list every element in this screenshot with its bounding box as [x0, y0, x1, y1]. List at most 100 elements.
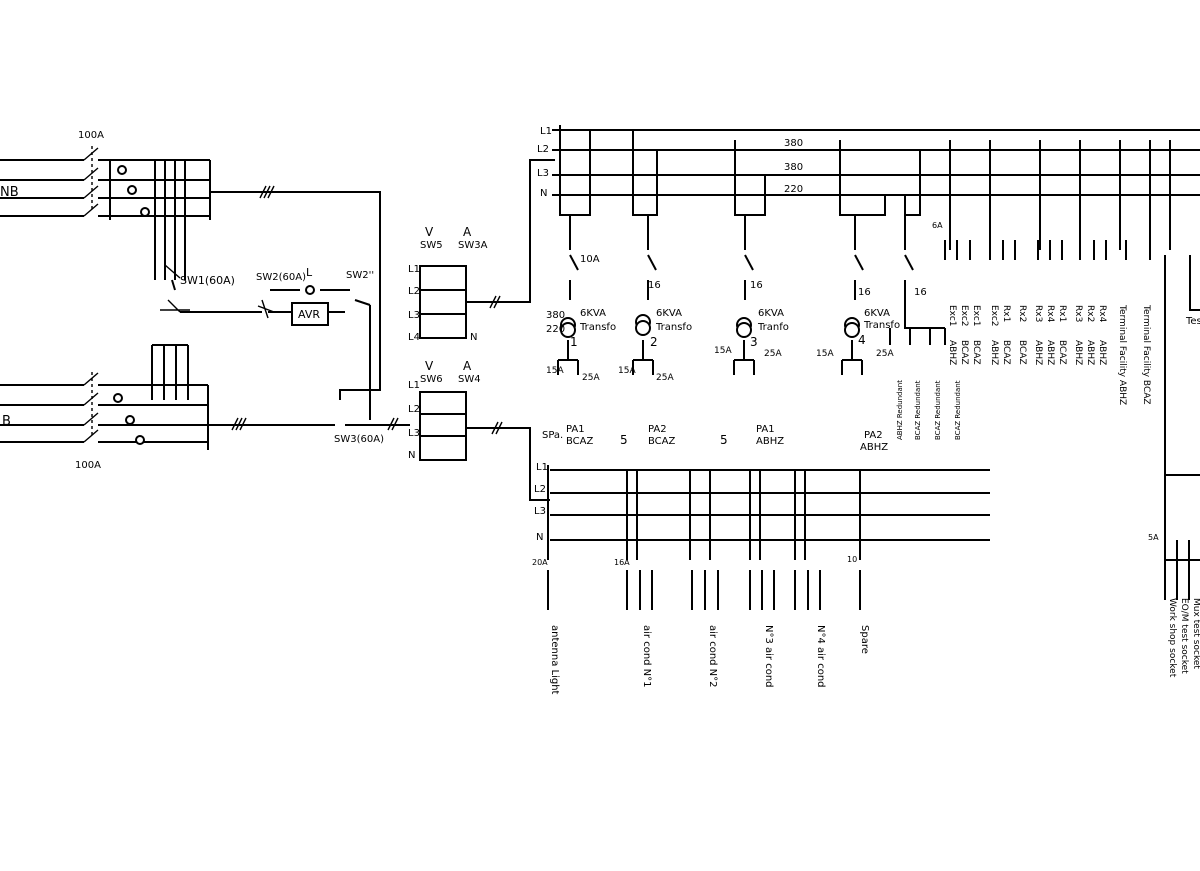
feed-1: ABHZ Redundant: [896, 380, 904, 440]
t1-left: 15A: [546, 366, 564, 376]
meter-1-v: V: [425, 225, 434, 239]
upper-bus-v3: 220: [784, 184, 803, 195]
meter-1-row2: L2: [408, 286, 420, 297]
meter-2: V A SW6 SW4 L1 L2 L3 N: [408, 359, 550, 501]
rx-label-6a: Rx2: [1017, 305, 1027, 322]
lower-bus: L1 L2 L3 N 20A 10 16A antenna Light air …: [532, 462, 990, 695]
upper-bus-n: N: [540, 188, 547, 199]
meter-1-row1: L1: [408, 264, 420, 275]
t1-right: 25A: [582, 373, 600, 383]
rx-label-10a: Rx3: [1073, 305, 1083, 322]
transformer-3: 16 6KVA Tranfo 3 15A 25A 5 PA1 ABHZ: [714, 254, 789, 447]
t4-right: 25A: [876, 349, 894, 359]
sockets: 5A Work shop socket EO/M test socket Mux…: [1148, 533, 1200, 678]
meter-1-vsw: SW5: [420, 240, 443, 251]
avr-label: AVR: [298, 308, 320, 321]
t3-num: 3: [750, 335, 758, 349]
t1-type: Transfo: [579, 322, 616, 333]
t2-out1: 5: [620, 433, 628, 447]
t3-out1: 5: [720, 433, 728, 447]
load-4: N°3 air cond: [763, 625, 774, 688]
rx-label-2b: BCAZ: [959, 340, 969, 365]
meter-2-v: V: [425, 359, 434, 373]
t2-breaker: 16: [648, 280, 661, 291]
t2-num: 2: [650, 335, 658, 349]
lamp-label: L: [306, 266, 313, 279]
t1-out1: SPa.: [542, 430, 563, 441]
load-6: Spare: [859, 625, 870, 654]
feed-4: BCAZ Redundant: [954, 380, 962, 440]
t1-rating: 6KVA: [580, 308, 606, 319]
right-edge-label: Tes: [1185, 316, 1200, 327]
rx-label-6b: BCAZ: [1017, 340, 1027, 365]
t2-out2: PA2: [648, 424, 667, 435]
t3-rating: 6KVA: [758, 308, 784, 319]
t4-out2: ABHZ: [860, 442, 888, 453]
meter-2-vsw: SW6: [420, 374, 443, 385]
t2-right: 25A: [656, 373, 674, 383]
rx-label-8b: ABHZ: [1045, 340, 1055, 365]
lower-bus-l2: L2: [534, 484, 546, 495]
rx-label-4a: Exc2: [989, 305, 999, 327]
sw2-label: SW2(60A): [256, 272, 306, 283]
meter-2-asw: SW4: [458, 374, 481, 385]
t4-type: Transfo: [863, 320, 900, 331]
meter-2-n: N: [408, 450, 415, 461]
t2-rating: 6KVA: [656, 308, 682, 319]
t1-out2: PA1: [566, 424, 585, 435]
rx-label-11a: Rx2: [1085, 305, 1095, 322]
rx-label-7b: ABHZ: [1033, 340, 1043, 365]
lower-bus-l1: L1: [536, 462, 548, 473]
upper-bus-v2: 380: [784, 162, 803, 173]
t4-num: 4: [858, 333, 866, 347]
load-5: N°4 air cond: [815, 625, 826, 688]
socket-breaker-5a: 5A: [1148, 533, 1159, 542]
t1-v2: 220: [546, 324, 565, 335]
t1-out3: BCAZ: [566, 436, 594, 447]
t2-out3: BCAZ: [648, 436, 676, 447]
lower-bus-l3: L3: [534, 506, 546, 517]
rx-label-4b: ABHZ: [989, 340, 999, 365]
sw1-label: SW1(60A): [180, 274, 235, 287]
source-b: 100A B: [0, 344, 410, 471]
meter-1-asw: SW3A: [458, 240, 488, 251]
meter-1-a: A: [463, 225, 472, 239]
terminal-label-2: Terminal Facility BCAZ: [1141, 304, 1151, 405]
breaker-10: 10: [847, 555, 857, 564]
meter-2-row3: L3: [408, 428, 420, 439]
sw3-label: SW3(60A): [334, 434, 384, 445]
upper-bus-l1: L1: [540, 126, 552, 137]
extra-feeds: 16 ABHZ Redundant BCAZ Redundant BCAZ Re…: [889, 254, 962, 440]
t3-out3: ABHZ: [756, 436, 784, 447]
t3-left: 15A: [714, 346, 732, 356]
source-a: 100A NB: [0, 130, 381, 400]
meter-1-row3: L3: [408, 310, 420, 321]
transfer-switch: SW1(60A) SW2(60A) L AVR SW2'' SW3(60A): [160, 264, 384, 445]
rx-label-2a: Exc2: [959, 305, 969, 327]
rx-label-7a: Rx3: [1033, 305, 1043, 322]
meter-2-row2: L2: [408, 404, 420, 415]
rx-label-5b: BCAZ: [1001, 340, 1011, 365]
upper-bus-l3: L3: [537, 168, 549, 179]
meter-1-row4: L4: [408, 332, 420, 343]
load-1: antenna Light: [549, 625, 560, 695]
t4-breaker: 16: [858, 287, 871, 298]
rx-label-12b: ABHZ: [1097, 340, 1107, 365]
meter-1: V A SW5 SW3A L1 L2 L3 L4 N: [408, 159, 555, 343]
source-b-breaker-label: 100A: [75, 460, 101, 471]
socket-1: Work shop socket: [1167, 598, 1177, 678]
rx-breaker-6a: 6A: [932, 221, 943, 230]
socket-3: Mux test socket: [1191, 598, 1200, 669]
t1-num: 1: [570, 335, 578, 349]
rx-label-3a: Exc1: [971, 305, 981, 327]
upper-bus: L1 L2 L3 N 380 380 220: [537, 125, 1200, 250]
source-a-label: NB: [0, 185, 19, 200]
rx-label-1b: ABHZ: [947, 340, 957, 365]
upper-bus-v1: 380: [784, 138, 803, 149]
rx-label-12a: Rx4: [1097, 305, 1107, 323]
t1-v1: 380: [546, 310, 565, 321]
meter-1-n: N: [470, 332, 477, 343]
rx-label-10b: ABHZ: [1073, 340, 1083, 365]
feed-3: BCAZ Redundant: [934, 380, 942, 440]
